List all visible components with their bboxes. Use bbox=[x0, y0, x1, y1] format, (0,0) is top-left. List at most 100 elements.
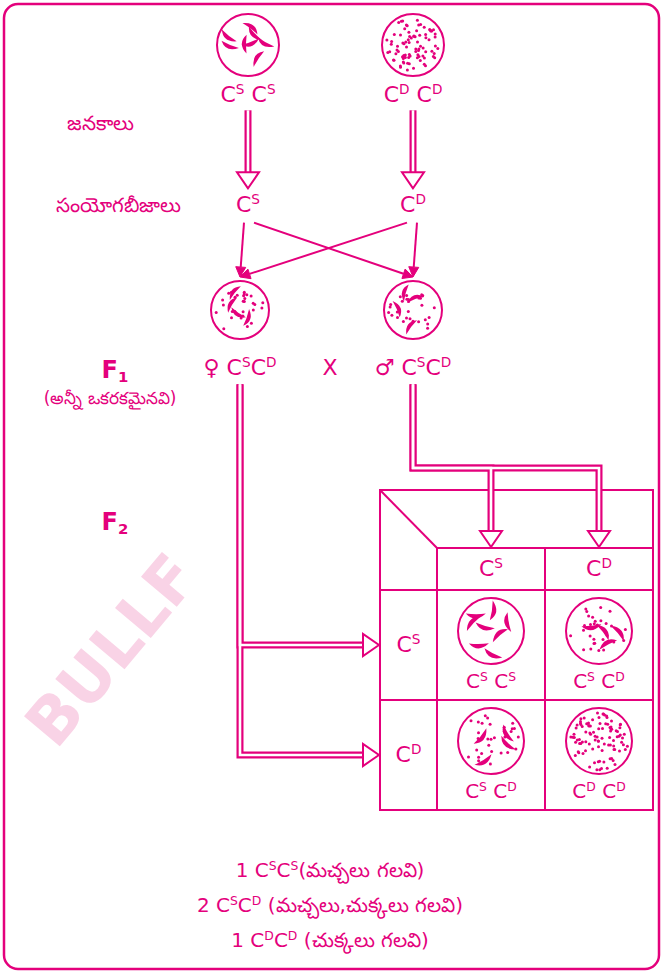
genotype-text: CS CD bbox=[573, 670, 625, 693]
dot bbox=[261, 301, 264, 304]
text-part: C bbox=[572, 779, 586, 803]
connector-hollow bbox=[412, 110, 415, 172]
dot bbox=[401, 20, 404, 23]
arrow-connector bbox=[240, 384, 363, 645]
dot bbox=[597, 740, 600, 743]
dot bbox=[610, 719, 613, 722]
arrowhead bbox=[402, 172, 424, 188]
genotype-text: CD bbox=[400, 192, 426, 217]
watermark: BULLF bbox=[10, 539, 214, 762]
dot bbox=[240, 317, 243, 320]
dot bbox=[405, 294, 408, 297]
dot bbox=[475, 749, 478, 752]
punnett-cell: CS CD bbox=[437, 700, 545, 810]
dot bbox=[588, 732, 591, 735]
spot-patch bbox=[500, 612, 518, 632]
pea-circle: ♂ CSCD bbox=[375, 279, 452, 380]
text-part: D bbox=[411, 741, 422, 757]
text-part: C bbox=[250, 928, 264, 952]
text-part: C bbox=[425, 355, 440, 380]
punnett-cell: CS CS bbox=[437, 590, 545, 700]
dot bbox=[622, 743, 625, 746]
dot bbox=[406, 68, 409, 71]
text-part: C bbox=[396, 742, 411, 767]
dot bbox=[428, 28, 431, 31]
spot-patch bbox=[481, 601, 501, 621]
text-part: C bbox=[396, 632, 411, 657]
dot bbox=[597, 745, 600, 748]
dot bbox=[589, 635, 592, 638]
generation-label: F2 bbox=[102, 508, 129, 537]
dot bbox=[599, 606, 602, 609]
dot bbox=[594, 738, 597, 741]
ratio-line: 1 CDCD (చుక్కలు గలవి) bbox=[231, 928, 428, 952]
dot bbox=[595, 768, 598, 771]
text-part: C bbox=[238, 893, 252, 917]
grid-bevel bbox=[380, 490, 437, 548]
grid-outline bbox=[380, 490, 653, 810]
dot bbox=[426, 327, 429, 330]
dot bbox=[589, 648, 592, 651]
text-part: D bbox=[586, 779, 596, 794]
dot bbox=[594, 735, 597, 738]
spot-patch bbox=[492, 629, 508, 642]
dot bbox=[422, 46, 425, 49]
dot bbox=[579, 722, 582, 725]
dot bbox=[569, 736, 572, 739]
genotype-text: CS CD bbox=[465, 780, 517, 803]
pea-illustration bbox=[209, 279, 271, 341]
dot bbox=[623, 733, 626, 736]
dot bbox=[412, 67, 415, 70]
dot bbox=[416, 40, 419, 43]
dot bbox=[612, 759, 615, 762]
dot bbox=[489, 763, 492, 766]
text-part: (మచ్చలు,చుక్కలు గలవి) bbox=[261, 893, 463, 917]
punnett-cell: CD CD bbox=[545, 700, 653, 810]
dot bbox=[490, 738, 493, 741]
dot bbox=[242, 310, 245, 313]
dot bbox=[390, 43, 393, 46]
dot bbox=[432, 28, 435, 31]
punnett-header: CD bbox=[380, 700, 437, 810]
text-part: D bbox=[399, 81, 410, 97]
dot bbox=[260, 307, 263, 310]
dot bbox=[399, 33, 402, 36]
spot-patch bbox=[258, 33, 275, 51]
dot bbox=[243, 291, 246, 294]
text-part: C bbox=[274, 928, 288, 952]
dot bbox=[481, 722, 484, 725]
gamete-box: CS bbox=[232, 190, 264, 219]
dot bbox=[402, 54, 405, 57]
arrow-connector bbox=[240, 384, 363, 755]
text-part: C bbox=[586, 556, 601, 581]
dot bbox=[423, 57, 426, 60]
dot bbox=[588, 743, 591, 746]
dot bbox=[503, 730, 506, 733]
connector-hollow bbox=[247, 110, 250, 172]
ratio-line: 2 CSCD (మచ్చలు,చుక్కలు గలవి) bbox=[197, 893, 463, 917]
genotype-text: CS CS bbox=[220, 82, 275, 107]
cell-circle bbox=[458, 598, 524, 664]
dot bbox=[578, 738, 581, 741]
dot bbox=[397, 21, 400, 24]
dot bbox=[591, 616, 594, 619]
dot bbox=[506, 751, 509, 754]
dot bbox=[582, 648, 585, 651]
text-part: C bbox=[277, 858, 291, 882]
dot bbox=[598, 768, 601, 771]
dot bbox=[424, 33, 427, 36]
dot bbox=[405, 45, 408, 48]
dot bbox=[418, 34, 421, 37]
dot bbox=[581, 741, 584, 744]
dot bbox=[510, 730, 513, 733]
arrow-connector bbox=[414, 223, 417, 267]
dot bbox=[398, 308, 401, 311]
dot bbox=[417, 320, 420, 323]
arrow-connector bbox=[410, 110, 417, 172]
generation-label: సంయోగబీజాలు bbox=[56, 193, 181, 217]
dot bbox=[408, 35, 411, 38]
text-part: S bbox=[230, 893, 238, 908]
